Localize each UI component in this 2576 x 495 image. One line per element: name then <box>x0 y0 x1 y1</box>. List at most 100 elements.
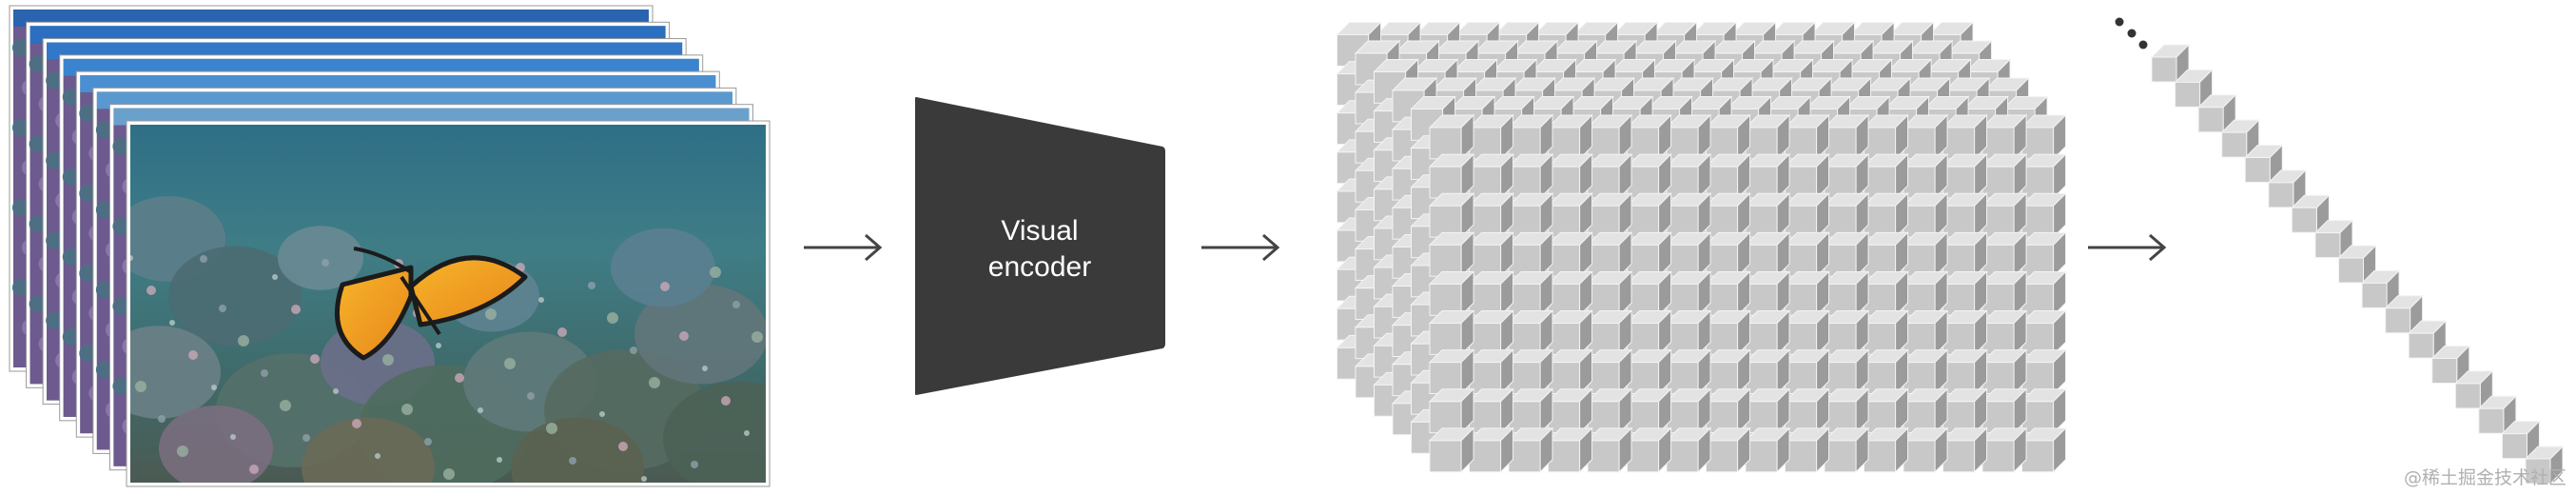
latent-cell <box>2020 231 2067 278</box>
latent-cell <box>1626 309 1672 356</box>
latent-cell <box>1507 387 1554 434</box>
latent-cell <box>1863 113 1909 161</box>
latent-cell <box>1902 231 1949 278</box>
latent-cell <box>1902 192 1949 239</box>
latent-cell <box>1942 152 1988 200</box>
latent-cell <box>1744 387 1791 434</box>
latent-cell <box>1863 231 1909 278</box>
visual-encoder-block: Visual encoder <box>915 97 1165 395</box>
latent-cell <box>2020 387 2067 434</box>
latent-cell <box>1942 192 1988 239</box>
latent-cell <box>1744 426 1791 473</box>
latent-cell <box>1507 152 1554 200</box>
latent-cell <box>1626 387 1672 434</box>
latent-cell <box>1468 387 1514 434</box>
video-frames-stack <box>9 5 771 487</box>
latent-cell <box>1784 309 1830 356</box>
latent-cell <box>1547 152 1593 200</box>
latent-cell <box>1586 426 1633 473</box>
latent-cell <box>1902 426 1949 473</box>
latent-cell <box>1942 270 1988 317</box>
latent-cell <box>1902 113 1949 161</box>
latent-cell <box>1586 152 1633 200</box>
latent-cell <box>1784 113 1830 161</box>
latent-cell <box>1468 192 1514 239</box>
latent-cell <box>1744 348 1791 395</box>
latent-cell <box>1863 387 1909 434</box>
latent-cell <box>1902 152 1949 200</box>
encoder-trapezoid <box>915 97 1165 395</box>
latent-cell <box>1902 348 1949 395</box>
token-cube <box>2430 345 2470 385</box>
latent-cell <box>1468 426 1514 473</box>
latent-cell <box>1507 231 1554 278</box>
latent-cell <box>1784 387 1830 434</box>
token-cube <box>2150 43 2191 84</box>
token-cube <box>2524 445 2565 485</box>
right-arrow-icon <box>865 233 883 262</box>
latent-cell <box>1507 348 1554 395</box>
latent-cell <box>1428 152 1475 200</box>
latent-cell <box>1744 231 1791 278</box>
latent-cell <box>1547 270 1593 317</box>
latent-cell <box>1507 113 1554 161</box>
latent-cell <box>1942 113 1988 161</box>
latent-cell <box>1428 270 1475 317</box>
latent-cell <box>1784 348 1830 395</box>
latent-cell <box>1784 192 1830 239</box>
latent-cell <box>1586 231 1633 278</box>
latent-cell <box>1626 152 1672 200</box>
latent-cell <box>1586 387 1633 434</box>
token-cube <box>2174 69 2214 109</box>
latent-cell <box>1942 348 1988 395</box>
latent-cell <box>1626 270 1672 317</box>
token-cube <box>2477 395 2518 435</box>
token-cube <box>2407 319 2448 360</box>
latent-cell <box>1902 387 1949 434</box>
latent-cell <box>1507 192 1554 239</box>
latent-cell <box>1863 348 1909 395</box>
token-cube <box>2313 219 2354 259</box>
token-cube <box>2196 93 2237 133</box>
latent-cell <box>1823 426 1870 473</box>
latent-cell <box>1784 152 1830 200</box>
latent-cell <box>1942 309 1988 356</box>
latent-cell <box>1863 270 1909 317</box>
latent-cell <box>1586 113 1633 161</box>
latent-cell <box>1823 192 1870 239</box>
latent-cell <box>1981 231 2028 278</box>
latent-cell <box>1428 348 1475 395</box>
latent-cell <box>1942 231 1988 278</box>
butterfly <box>334 247 528 361</box>
latent-cell <box>1981 387 2028 434</box>
latent-cell <box>1981 309 2028 356</box>
ellipsis-dots <box>2115 17 2148 50</box>
latent-cell <box>1468 152 1514 200</box>
latent-cell <box>1626 113 1672 161</box>
encoder-label-line1: Visual <box>1001 215 1078 247</box>
latent-cell <box>1468 348 1514 395</box>
latent-cell <box>1665 387 1712 434</box>
latent-cell <box>1507 270 1554 317</box>
latent-cell <box>1586 192 1633 239</box>
latent-cell <box>1586 309 1633 356</box>
latent-cell <box>1428 192 1475 239</box>
latent-cell <box>1942 387 1988 434</box>
latent-cell <box>1705 426 1751 473</box>
latent-cell <box>2020 426 2067 473</box>
latent-cell <box>1981 192 2028 239</box>
latent-cell <box>1784 426 1830 473</box>
right-arrow-icon <box>1262 233 1280 262</box>
latent-cell <box>1981 270 2028 317</box>
latent-cell <box>1823 231 1870 278</box>
latent-cell <box>2020 309 2067 356</box>
latent-cell <box>1665 231 1712 278</box>
latent-cell <box>1507 426 1554 473</box>
latent-cell <box>1823 152 1870 200</box>
latent-cell <box>1586 270 1633 317</box>
latent-cell <box>1705 192 1751 239</box>
latent-cell <box>1705 270 1751 317</box>
latent-cell <box>1823 387 1870 434</box>
latent-cell <box>1823 348 1870 395</box>
